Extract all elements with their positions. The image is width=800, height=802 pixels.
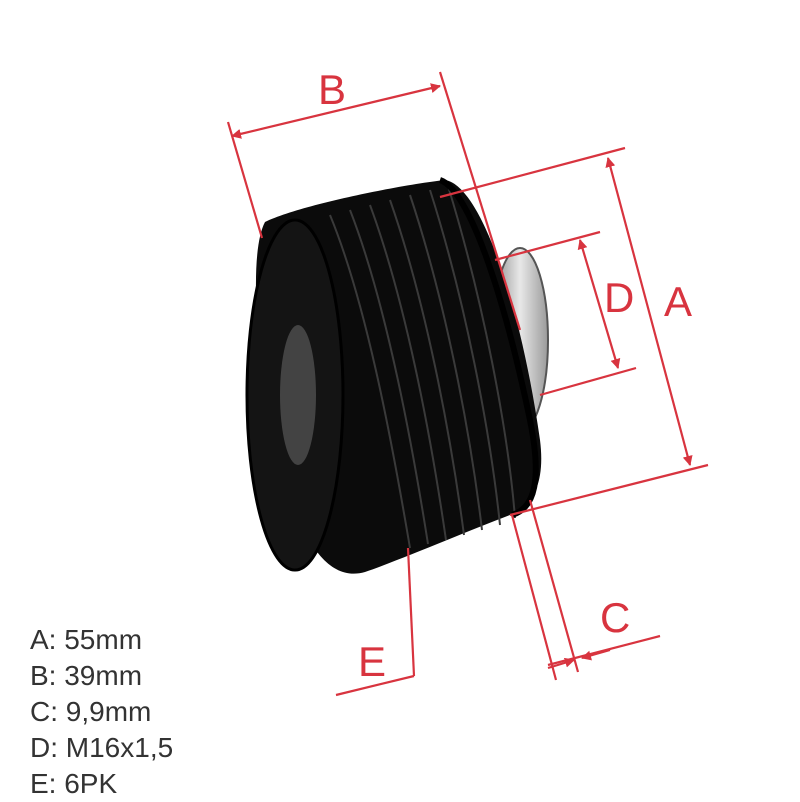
spec-d: D: M16x1,5	[30, 732, 174, 763]
dimension-label-d: D	[604, 274, 634, 321]
dimension-label-c: C	[600, 594, 630, 641]
dimension-label-a: A	[664, 278, 692, 325]
spec-a: A: 55mm	[30, 624, 143, 655]
spec-e: E: 6PK	[30, 768, 118, 799]
dimension-a	[439, 146, 709, 517]
spec-b: B: 39mm	[30, 660, 143, 691]
right-rim	[438, 177, 539, 518]
pulley	[245, 177, 549, 574]
dimension-label-b: B	[318, 66, 346, 113]
left-face-metal	[280, 325, 316, 465]
dimension-label-e: E	[358, 638, 386, 685]
grooves	[329, 185, 516, 549]
dimension-e	[335, 547, 416, 697]
dimension-d	[494, 230, 637, 397]
dimension-c	[510, 499, 661, 681]
dimension-b	[226, 71, 522, 331]
spec-c: C: 9,9mm	[30, 696, 152, 727]
spec-list: A: 55mm B: 39mm C: 9,9mm D: M16x1,5 E: 6…	[30, 622, 173, 802]
